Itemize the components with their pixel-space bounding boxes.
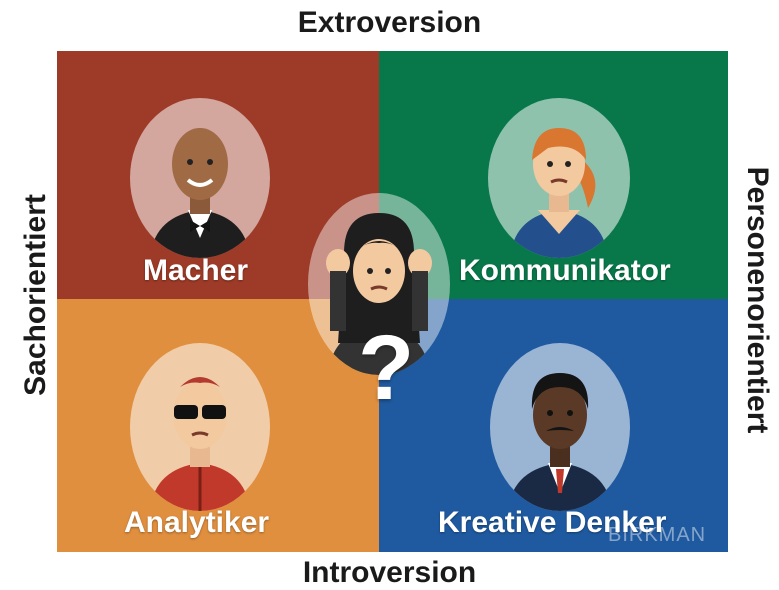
bald-man-bowtie-avatar-icon bbox=[130, 98, 270, 258]
confused-woman-avatar-icon bbox=[308, 193, 450, 375]
question-mark: ? bbox=[358, 317, 415, 419]
watermark-logo: BIRKMAN bbox=[608, 524, 707, 546]
axis-label-bottom: Introversion bbox=[302, 556, 477, 589]
axis-label-right: Personenorientiert bbox=[741, 166, 774, 434]
woman-ponytail-avatar-icon bbox=[488, 98, 630, 258]
quadrant-label-analytiker: Analytiker bbox=[124, 506, 270, 539]
man-mustache-avatar-icon bbox=[490, 343, 630, 511]
quadrant-label-macher: Macher bbox=[143, 254, 249, 287]
axis-label-top: Extroversion bbox=[297, 6, 482, 39]
axis-label-left: Sachorientiert bbox=[19, 194, 52, 396]
quadrant-label-kreative-denker: Kreative Denker bbox=[438, 506, 667, 539]
quadrant-label-kommunikator: Kommunikator bbox=[459, 254, 671, 287]
man-sunglasses-avatar-icon bbox=[130, 343, 270, 511]
